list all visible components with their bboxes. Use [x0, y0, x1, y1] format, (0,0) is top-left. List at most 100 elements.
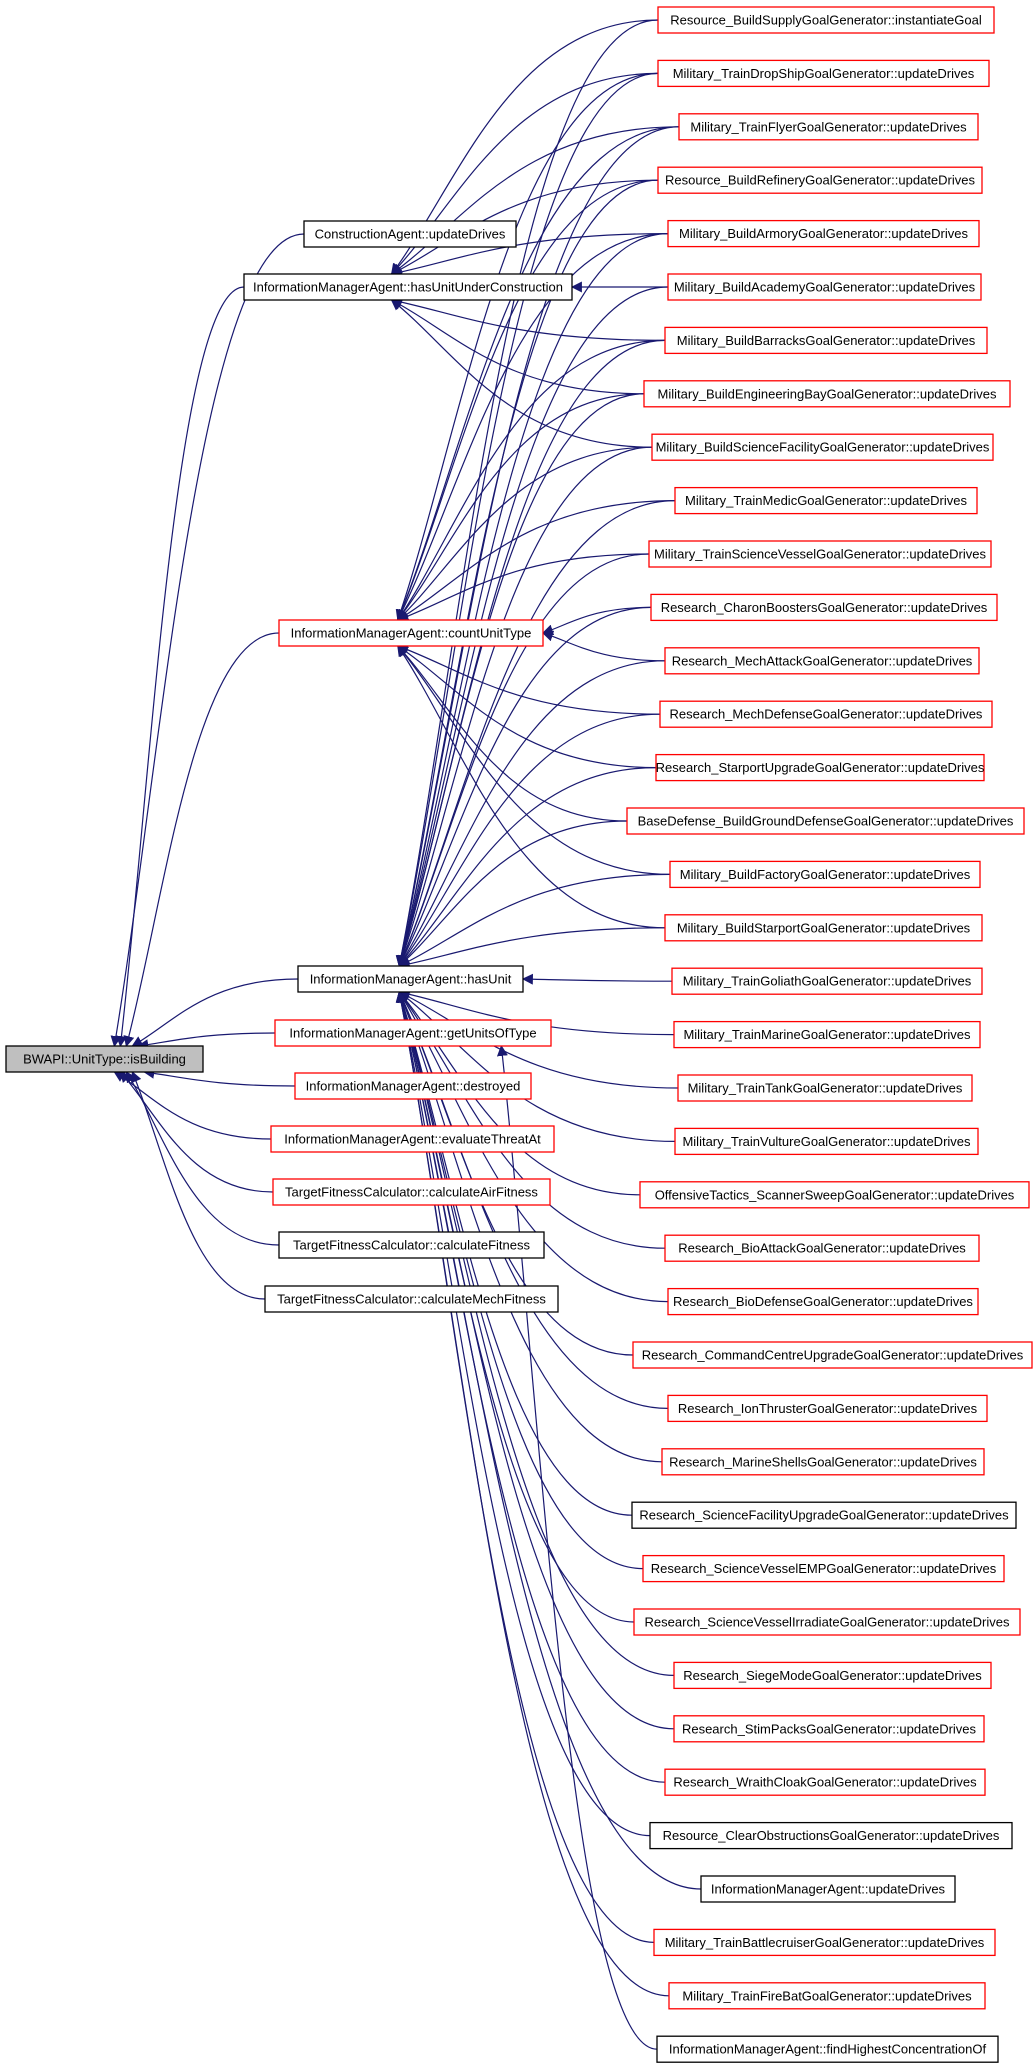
node-research-wraith-cloak-goal-generator-update-drives[interactable]: Research_WraithCloakGoalGenerator::updat… [664, 1768, 986, 1796]
node-label: InformationManagerAgent::getUnitsOfType [289, 1026, 536, 1041]
edge-r32-to-hu [396, 990, 675, 1730]
edge-r13-to-hu [398, 713, 661, 967]
edge-r7-to-cut [397, 393, 645, 621]
node-box [664, 914, 983, 942]
node-box [657, 166, 983, 194]
node-box [655, 753, 985, 782]
edge-r5-to-hu [396, 286, 669, 968]
edge-caf-to-root [119, 1071, 274, 1193]
node-research-science-vessel-empgoal-generator-update-drives[interactable]: Research_ScienceVesselEMPGoalGenerator::… [642, 1554, 1005, 1583]
node-military-train-tank-goal-generator-update-drives[interactable]: Military_TrainTankGoalGenerator::updateD… [677, 1074, 973, 1102]
edge-r37-to-hu [395, 990, 670, 1997]
node-research-science-vessel-irradiate-goal-generator-update-drives[interactable]: Research_ScienceVesselIrradiateGoalGener… [633, 1608, 1021, 1636]
node-information-manager-agent-update-drives[interactable]: InformationManagerAgent::updateDrives [700, 1875, 956, 1903]
edge-cf-to-root [125, 1071, 280, 1246]
node-research-marine-shells-goal-generator-update-drives[interactable]: Research_MarineShellsGoalGenerator::upda… [661, 1448, 985, 1476]
edge-des-to-root [143, 1067, 296, 1087]
node-box [669, 860, 981, 889]
node-label: BaseDefense_BuildGroundDefenseGoalGenera… [638, 814, 1014, 829]
edge-r8-to-hu [397, 446, 653, 968]
node-label: Military_TrainMarineGoalGenerator::updat… [683, 1027, 971, 1042]
edge-guot-to-root [137, 1032, 276, 1051]
node-label: Research_ScienceFacilityUpgradeGoalGener… [639, 1508, 1009, 1523]
node-box [632, 1341, 1033, 1369]
node-box [678, 113, 979, 141]
node-box [657, 59, 990, 88]
node-label: Military_TrainFlyerGoalGenerator::update… [690, 119, 967, 134]
node-base-defense-build-ground-defense-goal-generator-update-drives[interactable]: BaseDefense_BuildGroundDefenseGoalGenera… [626, 807, 1025, 835]
node-research-siege-mode-goal-generator-update-drives[interactable]: Research_SiegeModeGoalGenerator::updateD… [673, 1661, 992, 1690]
node-research-stim-packs-goal-generator-update-drives[interactable]: Research_StimPacksGoalGenerator::updateD… [673, 1715, 985, 1743]
node-information-manager-agent-find-highest-concentration-of[interactable]: InformationManagerAgent::findHighestConc… [656, 2035, 999, 2063]
edge-r8-to-huc [390, 299, 653, 448]
node-label: TargetFitnessCalculator::calculateFitnes… [293, 1238, 530, 1253]
node-label: InformationManagerAgent::destroyed [306, 1079, 521, 1094]
node-information-manager-agent-get-units-of-type[interactable]: InformationManagerAgent::getUnitsOfType [274, 1019, 552, 1047]
edge-r31-to-hu [396, 990, 675, 1676]
node-research-mech-defense-goal-generator-update-drives[interactable]: Research_MechDefenseGoalGenerator::updat… [659, 700, 993, 728]
node-offensive-tactics-scanner-sweep-goal-generator-update-drives[interactable]: OffensiveTactics_ScannerSweepGoalGenerat… [639, 1181, 1030, 1209]
node-military-build-starport-goal-generator-update-drives[interactable]: Military_BuildStarportGoalGenerator::upd… [664, 914, 983, 942]
node-research-ion-thruster-goal-generator-update-drives[interactable]: Research_IonThrusterGoalGenerator::updat… [667, 1394, 988, 1423]
node-military-train-flyer-goal-generator-update-drives[interactable]: Military_TrainFlyerGoalGenerator::update… [678, 113, 979, 141]
edge-r11-to-cut [541, 606, 652, 636]
node-resource-clear-obstructions-goal-generator-update-drives[interactable]: Resource_ClearObstructionsGoalGenerator:… [649, 1821, 1013, 1850]
node-research-command-centre-upgrade-goal-generator-update-drives[interactable]: Research_CommandCentreUpgradeGoalGenerat… [632, 1341, 1033, 1369]
node-box [272, 1178, 551, 1206]
node-box [657, 6, 995, 34]
node-target-fitness-calculator-calculate-fitness[interactable]: TargetFitnessCalculator::calculateFitnes… [278, 1231, 545, 1259]
node-military-train-science-vessel-goal-generator-update-drives[interactable]: Military_TrainScienceVesselGoalGenerator… [648, 540, 992, 568]
node-military-train-drop-ship-goal-generator-update-drives[interactable]: Military_TrainDropShipGoalGenerator::upd… [657, 59, 990, 88]
node-information-manager-agent-evaluate-threat-at[interactable]: InformationManagerAgent::evaluateThreatA… [270, 1125, 555, 1153]
node-military-train-vulture-goal-generator-update-drives[interactable]: Military_TrainVultureGoalGenerator::upda… [674, 1127, 979, 1156]
node-military-train-medic-goal-generator-update-drives[interactable]: Military_TrainMedicGoalGenerator::update… [674, 486, 978, 515]
node-label: Research_IonThrusterGoalGenerator::updat… [678, 1401, 978, 1416]
edge-r2-to-huc [390, 126, 680, 275]
node-research-bio-attack-goal-generator-update-drives[interactable]: Research_BioAttackGoalGenerator::updateD… [664, 1234, 980, 1262]
node-box [671, 967, 983, 995]
node-label: InformationManagerAgent::evaluateThreatA… [284, 1132, 541, 1147]
node-construction-agent-update-drives[interactable]: ConstructionAgent::updateDrives [303, 220, 517, 248]
node-military-build-barracks-goal-generator-update-drives[interactable]: Military_BuildBarracksGoalGenerator::upd… [664, 326, 988, 355]
node-information-manager-agent-has-unit[interactable]: InformationManagerAgent::hasUnit [297, 965, 524, 993]
node-box [667, 273, 982, 301]
node-target-fitness-calculator-calculate-mech-fitness[interactable]: TargetFitnessCalculator::calculateMechFi… [264, 1285, 559, 1313]
edge-r16-to-cut [397, 645, 671, 875]
node-box [661, 1448, 985, 1476]
edge-r16-to-hu [398, 873, 671, 967]
edge-r0-to-hu [395, 19, 659, 968]
node-military-build-academy-goal-generator-update-drives[interactable]: Military_BuildAcademyGoalGenerator::upda… [667, 273, 982, 301]
node-label: Military_TrainFireBatGoalGenerator::upda… [682, 1988, 972, 2003]
node-box [274, 1019, 552, 1047]
node-research-starport-upgrade-goal-generator-update-drives[interactable]: Research_StarportUpgradeGoalGenerator::u… [655, 753, 985, 782]
node-resource-build-supply-goal-generator-instantiate-goal[interactable]: Resource_BuildSupplyGoalGenerator::insta… [657, 6, 995, 34]
node-resource-build-refinery-goal-generator-update-drives[interactable]: Resource_BuildRefineryGoalGenerator::upd… [657, 166, 983, 194]
node-research-charon-boosters-goal-generator-update-drives[interactable]: Research_CharonBoostersGoalGenerator::up… [650, 593, 998, 622]
node-research-science-facility-upgrade-goal-generator-update-drives[interactable]: Research_ScienceFacilityUpgradeGoalGener… [631, 1501, 1017, 1529]
node-information-manager-agent-has-unit-under-construction[interactable]: InformationManagerAgent::hasUnitUnderCon… [243, 273, 573, 301]
node-box [278, 1231, 545, 1259]
node-label: Military_TrainGoliathGoalGenerator::upda… [683, 974, 972, 989]
node-target-fitness-calculator-calculate-air-fitness[interactable]: TargetFitnessCalculator::calculateAirFit… [272, 1178, 551, 1206]
node-label: Research_BioAttackGoalGenerator::updateD… [678, 1241, 966, 1256]
node-information-manager-agent-destroyed[interactable]: InformationManagerAgent::destroyed [294, 1072, 532, 1100]
node-information-manager-agent-count-unit-type[interactable]: InformationManagerAgent::countUnitType [278, 619, 544, 647]
node-military-build-engineering-bay-goal-generator-update-drives[interactable]: Military_BuildEngineeringBayGoalGenerato… [643, 380, 1011, 408]
node-research-mech-attack-goal-generator-update-drives[interactable]: Research_MechAttackGoalGenerator::update… [664, 647, 980, 675]
node-bwapi-unit-type-is-building[interactable]: BWAPI::UnitType::isBuilding [5, 1045, 204, 1073]
node-military-build-factory-goal-generator-update-drives[interactable]: Military_BuildFactoryGoalGenerator::upda… [669, 860, 981, 889]
node-military-train-goliath-goal-generator-update-drives[interactable]: Military_TrainGoliathGoalGenerator::upda… [671, 967, 983, 995]
node-military-train-fire-bat-goal-generator-update-drives[interactable]: Military_TrainFireBatGoalGenerator::upda… [668, 1982, 986, 2010]
node-military-build-armory-goal-generator-update-drives[interactable]: Military_BuildArmoryGoalGenerator::updat… [667, 219, 980, 248]
edge-r10-to-hu [398, 553, 650, 968]
node-military-train-marine-goal-generator-update-drives[interactable]: Military_TrainMarineGoalGenerator::updat… [673, 1020, 981, 1049]
node-military-train-battlecruiser-goal-generator-update-drives[interactable]: Military_TrainBattlecruiserGoalGenerator… [653, 1928, 996, 1957]
node-label: InformationManagerAgent::hasUnit [310, 972, 512, 987]
node-box [5, 1045, 204, 1073]
node-label: Military_TrainScienceVesselGoalGenerator… [654, 547, 986, 562]
node-military-build-science-facility-goal-generator-update-drives[interactable]: Military_BuildScienceFacilityGoalGenerat… [651, 433, 994, 461]
node-research-bio-defense-goal-generator-update-drives[interactable]: Research_BioDefenseGoalGenerator::update… [667, 1287, 979, 1316]
node-box [667, 1394, 988, 1423]
node-box [664, 1768, 986, 1796]
